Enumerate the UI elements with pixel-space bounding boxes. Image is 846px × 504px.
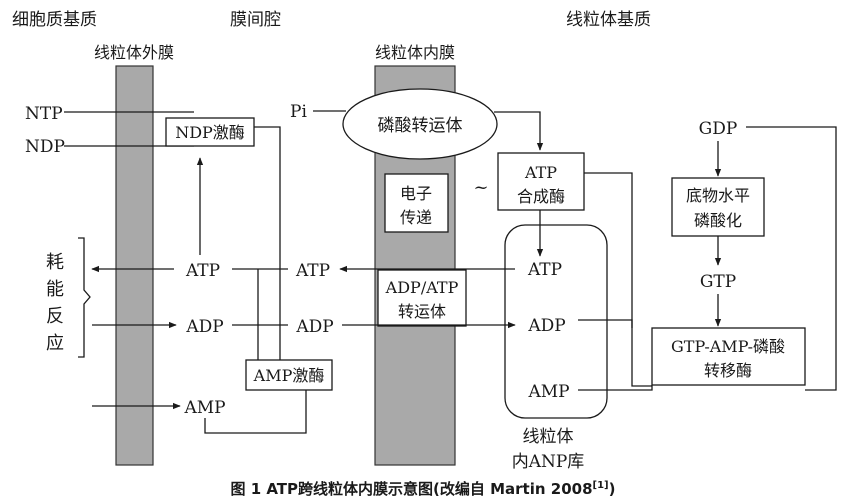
energy-consuming-char-2: 能 xyxy=(46,279,64,300)
ims-atp-label: ATP xyxy=(295,261,330,281)
matrix-adp-label: ADP xyxy=(527,316,565,336)
outer-membrane xyxy=(115,65,154,466)
matrix-amp-label: AMP xyxy=(527,382,569,402)
region-matrix-label: 线粒体基质 xyxy=(566,10,651,30)
gtp-amp-transferase-box xyxy=(651,327,806,386)
atp-synthase-line2: 合成酶 xyxy=(517,187,565,206)
adp-atp-transporter-box xyxy=(377,269,467,327)
caption-ref: [1] xyxy=(593,480,609,491)
caption-main: 图 1 ATP跨线粒体内膜示意图(改编自 Martin 2008 xyxy=(230,480,592,498)
cytoplasm-amp-label: AMP xyxy=(183,398,225,418)
substrate-phosphorylation-line2: 磷酸化 xyxy=(694,211,742,230)
ntp-label: NTP xyxy=(25,104,63,124)
atp-synthase-to-gtp-amp-line xyxy=(584,172,652,387)
pi-to-atp-synthase-arrow xyxy=(494,111,544,151)
atp-synthase-line1: ATP xyxy=(524,163,557,182)
energy-consuming-bracket xyxy=(78,237,91,358)
ndp-kinase-to-amp-kinase-line xyxy=(254,126,281,360)
anp-pool-outline xyxy=(504,224,608,419)
energy-consuming-char-1: 耗 xyxy=(46,252,64,273)
phosphate-transporter-label: 磷酸转运体 xyxy=(378,116,463,136)
gdp-to-gtp-amp-line xyxy=(746,126,837,391)
substrate-phosphorylation-line1: 底物水平 xyxy=(686,186,750,205)
adp-atp-transporter-line1: ADP/ATP xyxy=(385,278,459,297)
caption-close: ) xyxy=(609,480,616,498)
figure-caption: 图 1 ATP跨线粒体内膜示意图(改编自 Martin 2008[1]) xyxy=(230,480,615,498)
phosphate-transporter xyxy=(342,88,498,160)
adp-atp-transporter-line2: 转运体 xyxy=(398,302,446,321)
electron-transport-line2: 传递 xyxy=(400,208,432,227)
substrate-phosphorylation-box xyxy=(671,177,765,237)
electron-transport-box xyxy=(384,173,449,233)
amp-kinase-box xyxy=(245,359,333,391)
anp-pool-line2: 内ANP库 xyxy=(512,452,585,472)
region-intermembrane-label: 膜间腔 xyxy=(230,10,281,30)
outer-membrane-label: 线粒体外膜 xyxy=(94,43,174,62)
inner-membrane-label: 线粒体内膜 xyxy=(375,43,455,62)
anp-pool-line1: 线粒体 xyxy=(523,427,574,447)
amp-kinase-label: AMP激酶 xyxy=(253,366,325,385)
energy-consuming-char-4: 应 xyxy=(46,333,64,354)
cytoplasm-atp-label: ATP xyxy=(185,261,220,281)
ndp-kinase-label: NDP激酶 xyxy=(175,123,245,142)
gtp-label: GTP xyxy=(700,272,736,292)
ims-adp-label: ADP xyxy=(295,317,333,337)
cytoplasm-adp-label: ADP xyxy=(185,317,223,337)
adp-to-transferase-line xyxy=(578,319,633,328)
amp-to-transferase-line xyxy=(578,385,653,391)
electron-transport-line1: 电子 xyxy=(400,184,432,203)
energy-consuming-char-3: 反 xyxy=(46,306,64,327)
pi-label: Pi xyxy=(290,102,307,122)
ndp-label: NDP xyxy=(25,137,65,157)
gdp-label: GDP xyxy=(699,119,738,139)
gtp-amp-transferase-line2: 转移酶 xyxy=(704,361,752,380)
matrix-atp-label: ATP xyxy=(527,260,562,280)
ndp-kinase-box xyxy=(165,117,255,147)
region-cytoplasm-label: 细胞质基质 xyxy=(12,10,97,30)
coupling-tilde: ~ xyxy=(473,177,488,198)
amp-kinase-to-amp-line xyxy=(204,390,307,434)
gtp-amp-transferase-line1: GTP-AMP-磷酸 xyxy=(671,337,785,356)
atp-synthase-box xyxy=(497,152,585,211)
